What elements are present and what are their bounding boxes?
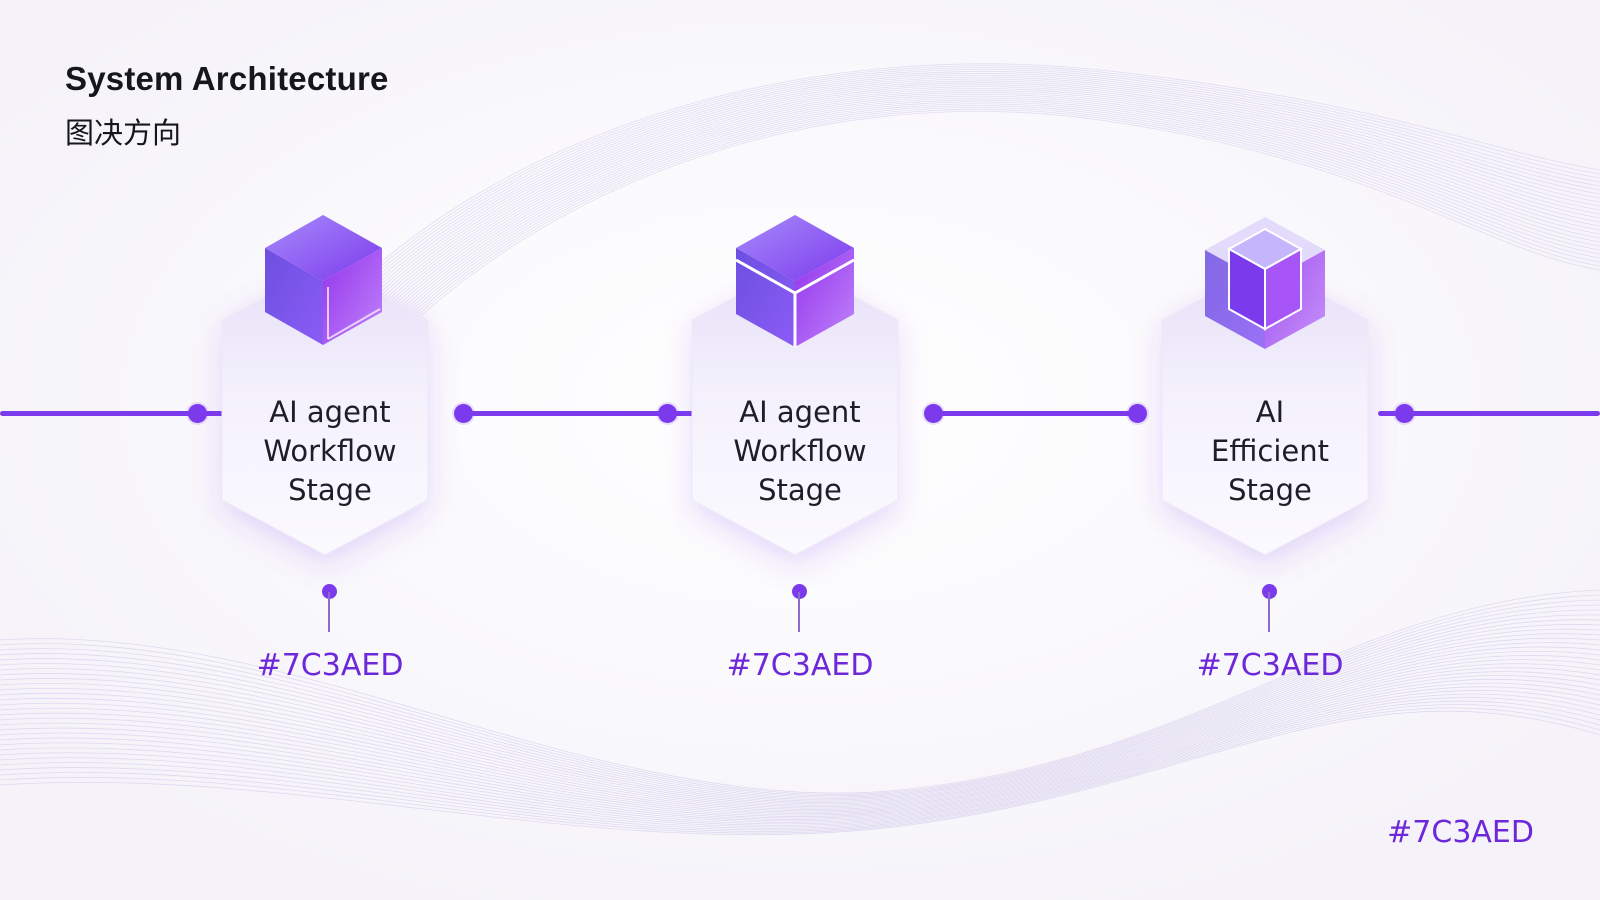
stage-node-2[interactable]: AI agent Workflow Stage bbox=[685, 215, 915, 565]
stage-label: AI agent Workflow Stage bbox=[733, 395, 867, 507]
stage-label: AI agent Workflow Stage bbox=[263, 395, 397, 507]
page-title: System Architecture bbox=[65, 60, 389, 97]
stage-pin-dot bbox=[322, 584, 337, 599]
stage-pin-line bbox=[798, 592, 800, 632]
flow-line-1-2 bbox=[458, 411, 698, 416]
connector-dot bbox=[454, 404, 473, 423]
stage-pin-dot bbox=[1262, 584, 1277, 599]
layered-cube-icon bbox=[735, 215, 855, 347]
stage-hexagon bbox=[221, 215, 429, 556]
cube-icon bbox=[265, 215, 382, 345]
flow-line-2-3 bbox=[928, 411, 1138, 416]
flow-line-right bbox=[1378, 411, 1600, 416]
stage-color-code: #7C3AED bbox=[726, 648, 874, 683]
nested-cube-icon bbox=[1205, 217, 1325, 349]
connector-dot bbox=[924, 404, 943, 423]
page-subtitle: 图决方向 bbox=[65, 116, 182, 150]
stage-color-code: #7C3AED bbox=[1196, 648, 1344, 683]
stage-color-code: #7C3AED bbox=[256, 648, 404, 683]
stage-node-3[interactable]: AI Efficient Stage bbox=[1155, 215, 1385, 565]
flow-line-left bbox=[0, 411, 225, 416]
footer-color-code: #7C3AED bbox=[1387, 815, 1534, 850]
connector-dot bbox=[1128, 404, 1147, 423]
stage-node-1[interactable]: AI agent Workflow Stage bbox=[215, 215, 445, 565]
stage-pin-line bbox=[1268, 592, 1270, 632]
stage-label: AI Efficient Stage bbox=[1211, 395, 1329, 507]
stage-hexagon bbox=[691, 215, 899, 556]
connector-dot bbox=[658, 404, 677, 423]
stage-hexagon bbox=[1161, 217, 1369, 556]
connector-dot bbox=[1395, 404, 1414, 423]
stage-pin-dot bbox=[792, 584, 807, 599]
connector-dot bbox=[188, 404, 207, 423]
stage-pin-line bbox=[328, 592, 330, 632]
